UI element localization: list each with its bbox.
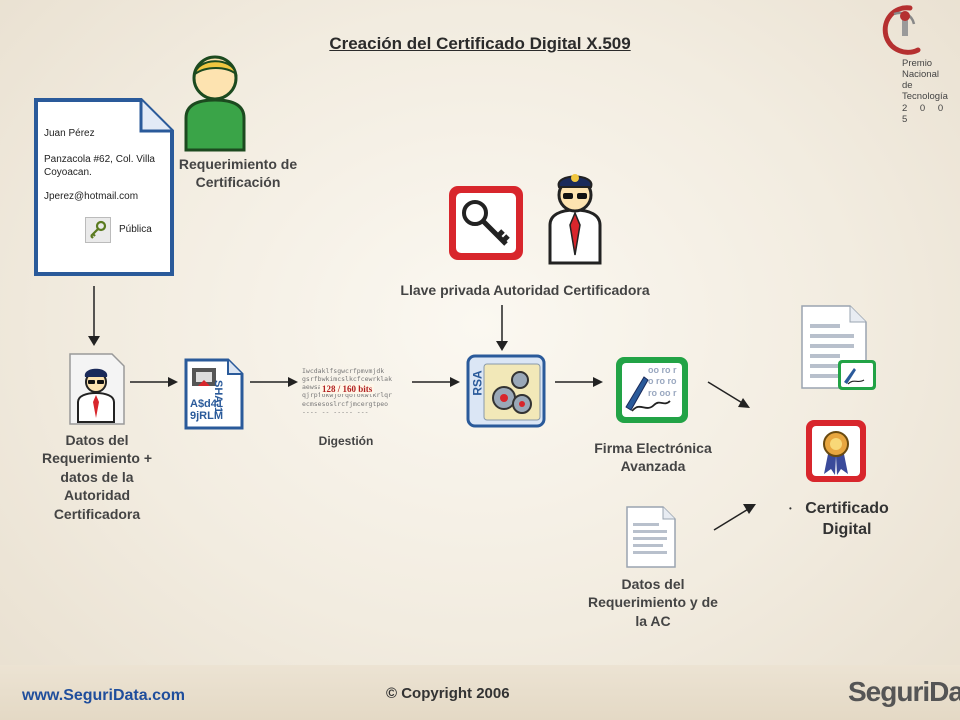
key-icon	[85, 217, 111, 243]
digest-block: Iwcdaklfsgwcrfpmvmjdk gsrfbwkimcslkcfcew…	[302, 367, 406, 425]
premio-line-3: de Tecnología	[902, 79, 948, 102]
signature-pen-icon	[616, 357, 688, 423]
premio-emblem-icon	[882, 5, 921, 55]
page-title: Creación del Certificado Digital X.509	[329, 34, 631, 53]
signed-certificate-document	[800, 304, 878, 390]
brand-logo-a: Seguri	[848, 676, 930, 707]
certification-authority-icon	[548, 174, 602, 265]
arrow-right-3	[412, 377, 460, 387]
footer-bar	[0, 665, 960, 720]
signature-bits: oo ro r	[648, 365, 677, 375]
signature-label: Firma Electrónica Avanzada	[594, 440, 712, 475]
premio-line-2: Nacional	[902, 68, 939, 80]
request-ac-document	[625, 505, 677, 569]
ca-private-key-tile	[446, 183, 526, 263]
digest-line: gsrfbwkimcslkcfcewrklak	[302, 375, 393, 384]
user-request-document: Juan Pérez Panzacola #62, Col. Villa Coy…	[33, 97, 175, 277]
sha1-icon	[184, 358, 244, 430]
digest-line: Iwcdaklfsgwcrfpmvmjdk	[302, 367, 385, 375]
digest-line: ---- -- ----- ---	[302, 407, 369, 416]
signed-document-icon	[801, 305, 876, 390]
signature-tile: oo ro r o ro ro ro oo r	[614, 355, 690, 425]
digest-hash: 128 / 160 bits	[320, 384, 375, 394]
premio-line-1: Premio	[902, 58, 933, 69]
request-data-label: Datos del Requerimiento + datos de la Au…	[41, 432, 153, 522]
certificate-label: Certificado Digital	[805, 500, 889, 538]
request-label: Requerimiento de Certificación	[178, 156, 298, 191]
private-key-icon	[449, 186, 523, 260]
signature-bits: ro oo r	[648, 387, 677, 398]
arrow-right-2	[250, 377, 298, 387]
certificate-label-wrapper: • Certificado Digital	[788, 499, 898, 541]
request-data-document	[68, 352, 126, 426]
document-icon	[626, 506, 676, 568]
footer-url[interactable]: www.SeguriData.com	[22, 687, 185, 704]
signature-bits: o ro ro	[648, 376, 677, 387]
officer-document-icon	[69, 353, 125, 425]
arrow-down-2	[496, 305, 508, 351]
certificate-tile	[804, 418, 868, 484]
footer-copyright: © Copyright 2006	[386, 685, 510, 702]
sha1-hash-a: A$d41	[190, 398, 224, 410]
ca-private-key-label: Llave privada Autoridad Certificadora	[400, 282, 650, 298]
blue-document-icon	[34, 98, 174, 276]
arrow-diagonal-2	[713, 504, 756, 531]
card-email: Jperez@hotmail.com	[44, 191, 139, 202]
sha1-hash-b: 9jRLM	[190, 410, 223, 422]
user-avatar	[182, 52, 248, 152]
arrow-right-1	[130, 377, 178, 387]
rsa-gear-icon	[466, 354, 546, 428]
arrow-diagonal-1	[707, 381, 750, 408]
card-key-label: Pública	[119, 224, 152, 235]
brand-logo-b: Data	[929, 676, 960, 707]
digest-line: qjrpfokwjorqofokwlkrlqr	[302, 391, 393, 400]
user-icon	[184, 55, 246, 152]
digest-line: ecmsesoslrcfjmcergtpeo	[302, 399, 389, 408]
certificate-ribbon-icon	[806, 420, 866, 482]
premio-year: 2 0 0 5	[902, 102, 949, 125]
rsa-text: RSA	[470, 370, 485, 396]
bullet-icon: •	[789, 504, 792, 513]
request-ac-label: Datos del Requerimiento y de la AC	[588, 576, 718, 629]
arrow-right-4	[555, 377, 603, 387]
arrow-down-1	[88, 286, 100, 346]
card-name: Juan Pérez	[44, 128, 95, 139]
brand-logo: SeguriData	[848, 676, 960, 708]
digest-label: Digestión	[318, 434, 374, 448]
premio-logo: Premio Nacional de Tecnología 2 0 0 5	[872, 2, 952, 125]
card-address: Panzacola #62, Col. Villa Coyoacan.	[44, 154, 155, 178]
ca-officer	[544, 155, 606, 265]
